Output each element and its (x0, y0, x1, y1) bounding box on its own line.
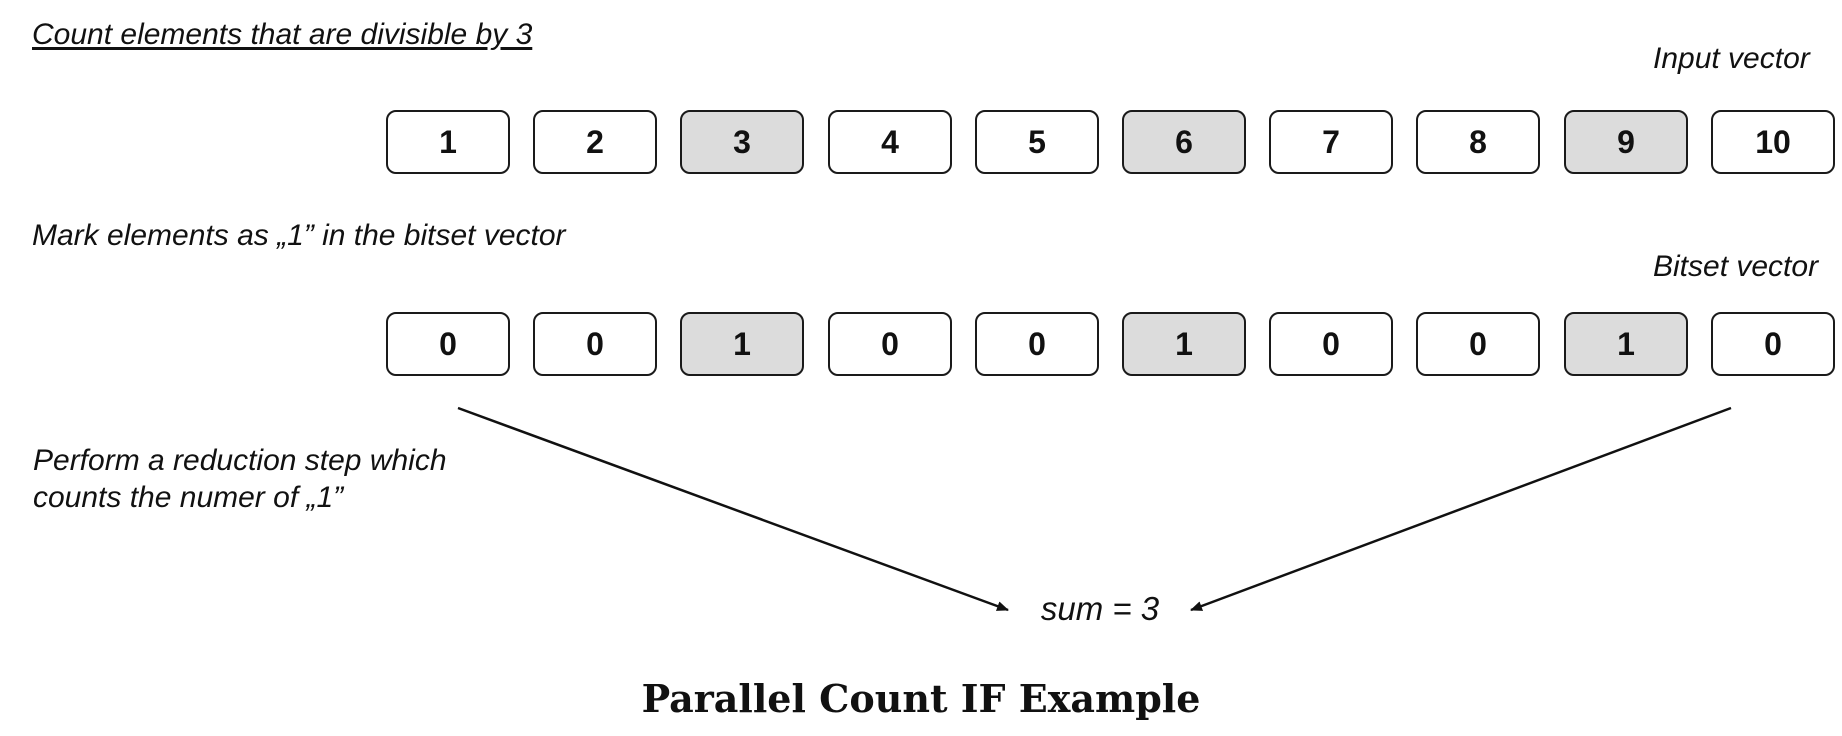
input-vector-cell: 7 (1269, 110, 1393, 174)
input-vector-label: Input vector (1653, 42, 1810, 75)
input-vector-cell: 5 (975, 110, 1099, 174)
left-reduction-arrow (457, 406, 1009, 612)
bitset-vector-cell: 0 (975, 312, 1099, 376)
input-vector-cell: 6 (1122, 110, 1246, 174)
bitset-vector-cell: 0 (1416, 312, 1540, 376)
bitset-vector-cell: 0 (1269, 312, 1393, 376)
sum-result: sum = 3 (1040, 590, 1160, 627)
input-vector-cell: 8 (1416, 110, 1540, 174)
bitset-vector-cell: 1 (680, 312, 804, 376)
step1-label: Count elements that are divisible by 3 (32, 18, 533, 51)
input-vector-cell: 3 (680, 110, 804, 174)
input-vector-cell: 1 (386, 110, 510, 174)
input-vector-cell: 10 (1711, 110, 1835, 174)
step2-label: Mark elements as „1” in the bitset vecto… (32, 219, 566, 252)
step3-label-line2: counts the numer of „1” (33, 481, 344, 514)
input-vector-cell: 2 (533, 110, 657, 174)
bitset-vector-cell: 1 (1564, 312, 1688, 376)
input-vector-cell: 4 (828, 110, 952, 174)
figure-caption: Parallel Count IF Example (641, 676, 1201, 721)
right-reduction-arrow (1190, 406, 1732, 612)
bitset-vector-cell: 0 (533, 312, 657, 376)
input-vector-cell: 9 (1564, 110, 1688, 174)
bitset-vector-cell: 0 (386, 312, 510, 376)
bitset-vector-cell: 0 (828, 312, 952, 376)
bitset-vector-cell: 1 (1122, 312, 1246, 376)
bitset-vector-label: Bitset vector (1653, 250, 1819, 283)
step3-label-line1: Perform a reduction step which (33, 444, 447, 477)
bitset-vector-cell: 0 (1711, 312, 1835, 376)
